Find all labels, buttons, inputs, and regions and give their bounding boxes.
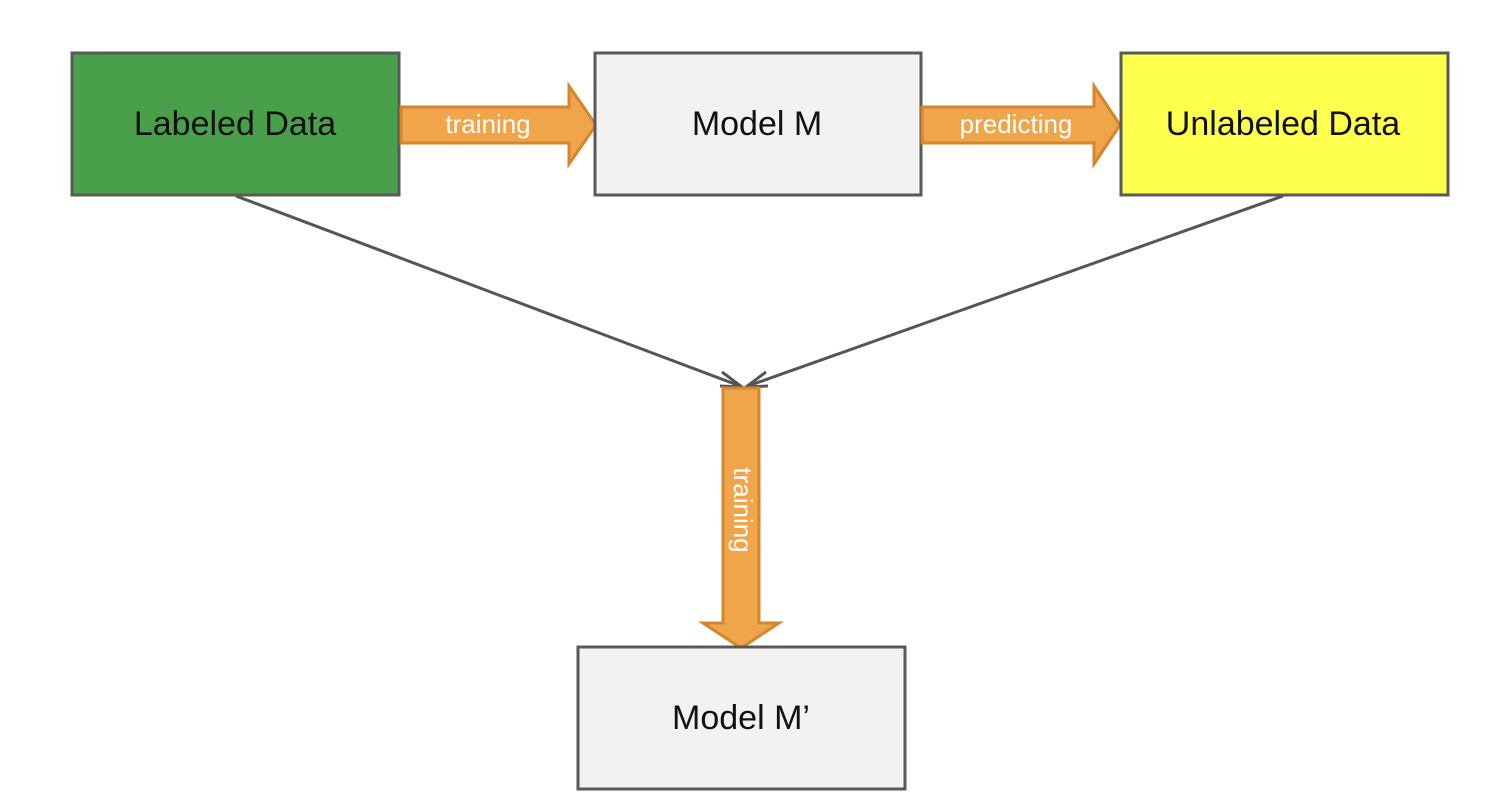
node-labeled-data-label: Labeled Data	[134, 105, 336, 143]
node-model-m: Model M	[593, 51, 923, 197]
node-model-m-prime-label: Model M’	[672, 699, 810, 737]
connector-lines	[235, 194, 1284, 389]
arrow-predicting-label: predicting	[960, 109, 1073, 139]
node-model-m-prime-box	[576, 645, 907, 791]
connector-unlabeled-to-merge	[747, 194, 1284, 388]
connector-labeled-to-merge	[235, 194, 741, 388]
node-unlabeled-data: Unlabeled Data	[1119, 51, 1450, 197]
node-model-m-label: Model M	[692, 105, 822, 143]
node-labeled-data: Labeled Data	[70, 51, 401, 197]
arrow-predicting: predicting	[920, 81, 1122, 169]
node-unlabeled-data-label: Unlabeled Data	[1166, 105, 1400, 143]
node-unlabeled-data-box	[1119, 51, 1450, 197]
node-labeled-data-box	[70, 51, 401, 197]
arrow-training-top-shape	[399, 81, 598, 169]
node-model-m-prime: Model M’	[576, 645, 907, 791]
arrow-training-down-shape	[697, 386, 785, 650]
arrow-training-down: training	[697, 386, 785, 650]
arrow-training-top: training	[399, 81, 598, 169]
arrow-training-top-label: training	[445, 109, 530, 139]
arrow-training-down-label: training	[728, 467, 758, 552]
arrow-predicting-shape	[920, 81, 1122, 169]
